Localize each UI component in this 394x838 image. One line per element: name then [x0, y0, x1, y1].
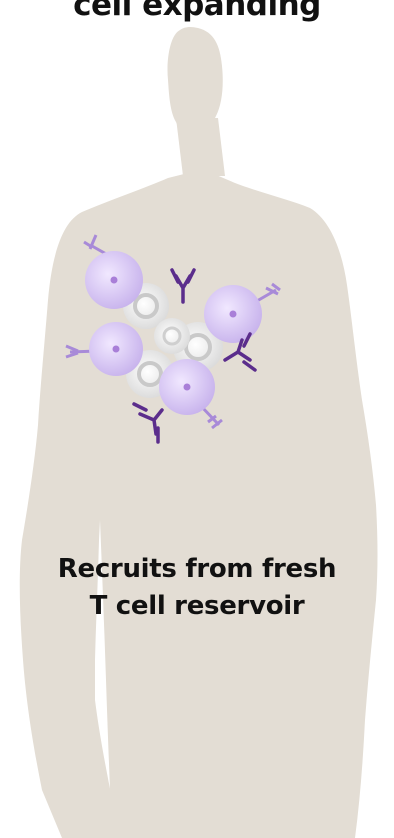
tumor-cell-icon [154, 318, 190, 354]
diagram-caption: Recruits from fresh T cell reservoir [0, 551, 394, 625]
human-silhouette-icon [20, 27, 378, 838]
caption-line-2: T cell reservoir [0, 588, 394, 625]
caption-line-1: Recruits from fresh [0, 551, 394, 588]
